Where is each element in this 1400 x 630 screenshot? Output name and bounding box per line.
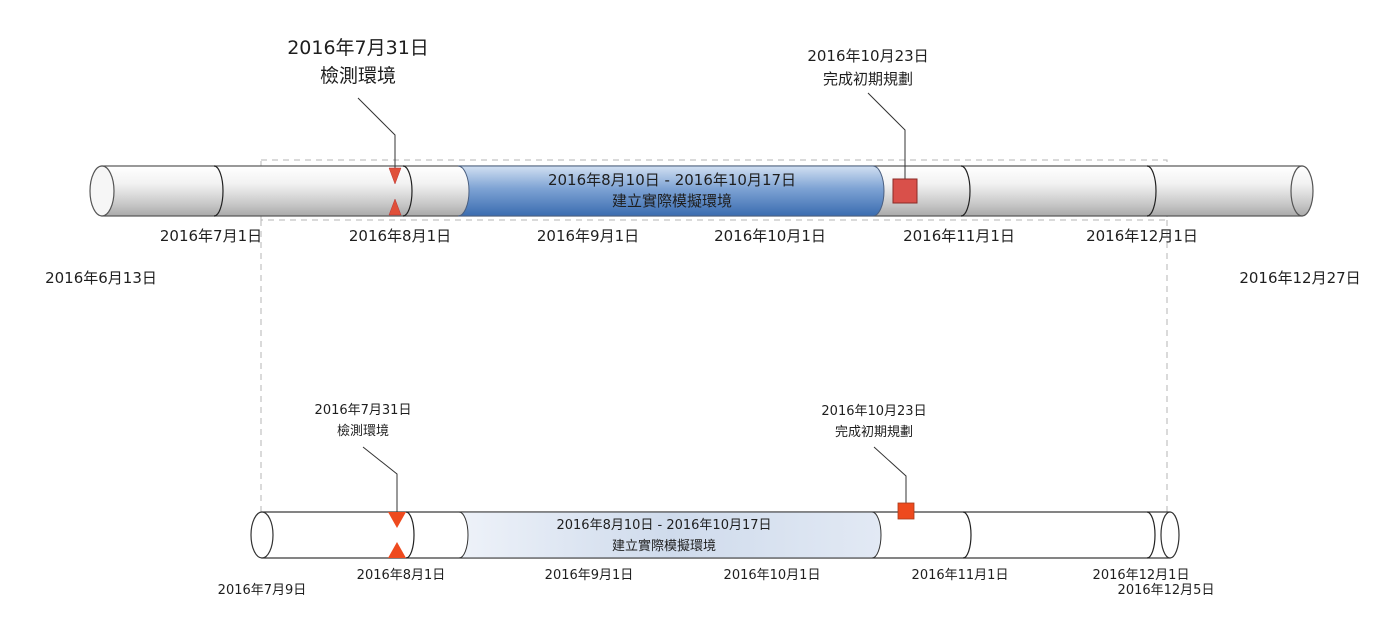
main-interval-title: 建立實際模擬環境 bbox=[612, 192, 732, 210]
main-milestone-1-date: 2016年7月31日 bbox=[287, 37, 429, 59]
zoom-milestone-1-title: 檢測環境 bbox=[337, 423, 389, 439]
zoom-tick-label: 2016年11月1日 bbox=[912, 568, 1009, 583]
zoom-milestone-1-leader bbox=[362, 446, 398, 512]
zoom-tick-label: 2016年10月1日 bbox=[724, 568, 821, 583]
main-milestone-1-marker-bottom bbox=[388, 198, 402, 216]
main-tick-label: 2016年10月1日 bbox=[714, 227, 826, 245]
zoom-tick-label: 2016年9月1日 bbox=[545, 568, 634, 583]
zoom-timeline: 2016年8月10日 - 2016年10月17日 建立實際模擬環境 2016年7… bbox=[218, 403, 1215, 598]
main-milestone-2-title: 完成初期規劃 bbox=[823, 70, 913, 88]
zoom-interval-bar bbox=[458, 511, 882, 559]
main-end-label: 2016年12月27日 bbox=[1239, 269, 1360, 287]
main-interval-date-range: 2016年8月10日 - 2016年10月17日 bbox=[548, 171, 796, 189]
main-month-divider bbox=[960, 165, 971, 217]
zoom-month-divider bbox=[962, 511, 972, 559]
zoom-milestone-2-date: 2016年10月23日 bbox=[821, 404, 926, 419]
zoom-milestone-1-marker-bottom bbox=[388, 542, 406, 558]
zoom-milestone-1-marker-top bbox=[388, 512, 406, 528]
main-month-divider bbox=[213, 165, 224, 217]
zoom-milestone-2-marker bbox=[897, 502, 915, 520]
main-milestone-1-marker-top bbox=[388, 167, 402, 185]
main-milestone-2-marker bbox=[892, 178, 918, 204]
main-tick-label: 2016年9月1日 bbox=[537, 227, 639, 245]
zoom-milestone-2-leader bbox=[873, 446, 907, 503]
main-tick-label: 2016年8月1日 bbox=[349, 227, 451, 245]
main-cylinder-end-cap bbox=[1290, 165, 1314, 217]
zoom-start-label: 2016年7月9日 bbox=[218, 583, 307, 598]
zoom-month-divider bbox=[1146, 511, 1156, 559]
zoom-cylinder-start-cap bbox=[250, 511, 274, 559]
zoom-milestone-2: 2016年10月23日 完成初期規劃 bbox=[821, 404, 927, 520]
zoom-milestone-1: 2016年7月31日 檢測環境 bbox=[315, 403, 412, 558]
main-milestone-2-leader bbox=[867, 92, 906, 179]
zoom-milestone-1-date: 2016年7月31日 bbox=[315, 403, 412, 418]
main-milestone-1: 2016年7月31日 檢測環境 bbox=[287, 37, 429, 216]
zoom-milestone-2-title: 完成初期規劃 bbox=[835, 425, 913, 440]
main-start-label: 2016年6月13日 bbox=[45, 269, 157, 287]
zoom-interval-title: 建立實際模擬環境 bbox=[612, 538, 716, 554]
zoom-tick-label: 2016年12月1日 bbox=[1093, 568, 1190, 583]
main-milestone-1-leader bbox=[357, 97, 396, 168]
main-milestone-1-title: 檢測環境 bbox=[320, 65, 396, 87]
main-interval-bar bbox=[457, 165, 885, 217]
main-tick-label: 2016年12月1日 bbox=[1086, 227, 1198, 245]
zoom-cylinder-end-cap bbox=[1160, 511, 1180, 559]
main-month-divider bbox=[1146, 165, 1157, 217]
main-milestone-2: 2016年10月23日 完成初期規劃 bbox=[807, 47, 929, 204]
main-month-divider bbox=[402, 165, 413, 217]
zoom-interval-date-range: 2016年8月10日 - 2016年10月17日 bbox=[556, 518, 771, 533]
main-timeline: 2016年8月10日 - 2016年10月17日 建立實際模擬環境 2016年7… bbox=[45, 37, 1361, 287]
zoom-end-label: 2016年12月5日 bbox=[1118, 583, 1215, 598]
main-tick-label: 2016年11月1日 bbox=[903, 227, 1015, 245]
main-cylinder-start-cap bbox=[89, 165, 115, 217]
zoom-tick-label: 2016年8月1日 bbox=[357, 568, 446, 583]
zoom-month-divider bbox=[405, 511, 415, 559]
main-milestone-2-date: 2016年10月23日 bbox=[807, 47, 928, 65]
main-tick-label: 2016年7月1日 bbox=[160, 227, 262, 245]
